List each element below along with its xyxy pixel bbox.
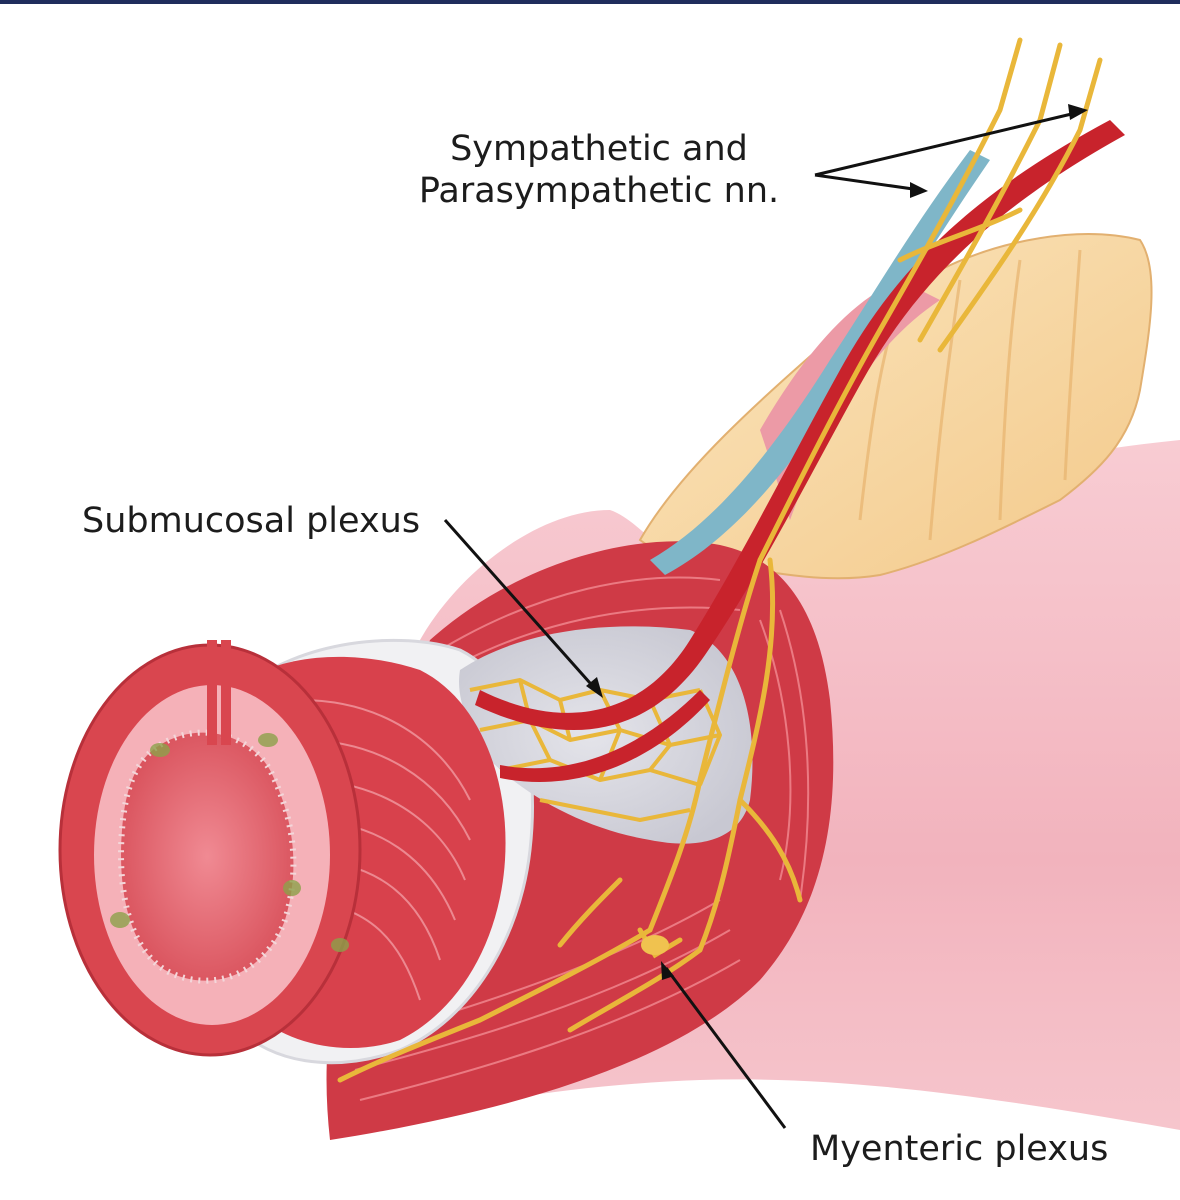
top-border-bar bbox=[0, 0, 1180, 4]
label-sympathetic-parasympathetic-nerves: Sympathetic and Parasympathetic nn. bbox=[414, 128, 784, 212]
label-submucosal-plexus: Submucosal plexus bbox=[82, 501, 421, 541]
artery-branch bbox=[500, 690, 710, 782]
leader-arrowheads bbox=[586, 104, 1088, 980]
leader-lines bbox=[443, 110, 1081, 1129]
myenteric-ganglion bbox=[641, 935, 669, 955]
label-myenteric-plexus: Myenteric plexus bbox=[810, 1129, 1109, 1169]
label-sympathetic-line1: Sympathetic and bbox=[450, 129, 748, 169]
mesenteric-duct bbox=[207, 640, 231, 745]
mucosal-glands bbox=[110, 733, 349, 952]
label-sympathetic-line2: Parasympathetic nn. bbox=[418, 171, 780, 211]
lumen bbox=[118, 729, 297, 984]
nerve-fibers bbox=[337, 37, 1103, 1083]
